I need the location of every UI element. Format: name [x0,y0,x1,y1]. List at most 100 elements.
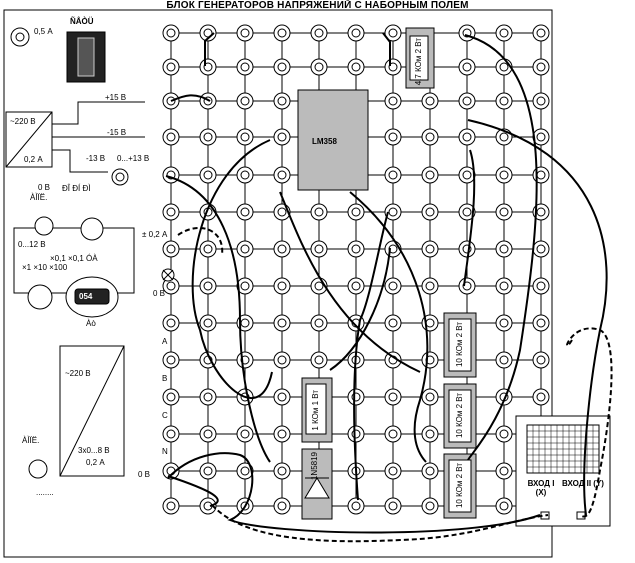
plus15-label: +15 В [105,93,127,102]
board-socket-hole [277,62,287,72]
board-socket-hole [351,207,361,217]
board-socket-hole [351,281,361,291]
board-socket-hole [499,429,509,439]
fg-fuse-label: ± 0,2 А [142,230,168,239]
panel-title: БЛОК ГЕНЕРАТОРОВ НАПРЯЖЕНИЙ С НАБОРНЫМ П… [166,0,469,11]
board-socket-hole [462,96,472,106]
amplitude-knob[interactable] [34,216,54,236]
board-socket-hole [277,501,287,511]
board-socket-hole [314,28,324,38]
board-socket-hole [536,28,546,38]
board-socket-hole [499,244,509,254]
board-socket-hole [277,318,287,328]
dashed-wires [177,226,613,543]
board-socket-hole [314,62,324,72]
fg-display-value: 054 [79,292,93,301]
board-socket-hole [277,132,287,142]
board-socket-hole [499,355,509,365]
board-socket-hole [240,318,250,328]
waveform-knob[interactable] [80,217,104,241]
board-socket-hole [277,28,287,38]
wire-11 [329,247,391,371]
board-socket-hole [499,170,509,180]
board-socket-hole [388,281,398,291]
patch-wires [165,32,608,534]
dc-mains-label: ~220 В [10,117,36,126]
board-socket-hole [499,318,509,328]
board-socket-hole [314,355,324,365]
opamp-module [297,89,369,191]
minus15-label: -15 В [107,128,127,137]
res-r1-body [448,318,472,372]
board-socket-hole [499,501,509,511]
board-socket-hole [203,281,213,291]
board-socket-hole [240,281,250,291]
board-socket-hole [388,28,398,38]
board-socket-hole [388,429,398,439]
freq-display [74,288,110,305]
board-socket-hole [240,244,250,254]
board-socket-hole [203,244,213,254]
res-r2-label: 10 КОм 2 Вт [455,393,464,439]
fuse-socket-inner [15,32,25,42]
tp-mains-label: ~220 В [65,369,91,378]
fg-zero-label: 0 В [153,289,166,298]
wire-3 [170,94,211,102]
board-socket-hole [166,429,176,439]
board-socket-hole [425,96,435,106]
fg-knob-label: Àò [86,319,96,328]
res-r1-label: 10 КОм 2 Вт [455,322,464,368]
board-socket-hole [425,281,435,291]
board-socket-hole [166,355,176,365]
board-socket-hole [499,207,509,217]
board-socket-hole [388,207,398,217]
fg-wave-labels: ÐÎ ÐÍ ÐÌ [62,184,91,193]
three-phase-diagonal [59,345,125,477]
board-socket-hole [499,62,509,72]
board-socket-hole [499,132,509,142]
res-r3-body [448,459,472,513]
board-socket-hole [388,501,398,511]
diode-label: 1N5819 [310,452,319,481]
board-socket-hole [388,170,398,180]
switch-label: ÑÅÒÜ [70,17,94,26]
board-socket-hole [388,96,398,106]
board-socket-hole [277,466,287,476]
board-socket-hole [536,170,546,180]
board-socket-hole [388,132,398,142]
board-socket-hole [536,281,546,291]
board-socket-hole [388,318,398,328]
freq-coarse-knob[interactable] [27,284,53,310]
board-socket-hole [388,466,398,476]
board-socket-hole [462,207,472,217]
board-socket-hole [203,466,213,476]
dashed-wire-2 [211,504,549,543]
board-socket-hole [203,170,213,180]
osc-screen-grid [526,424,600,474]
wire-6 [165,175,271,463]
three-phase-knob[interactable] [28,459,48,479]
fg-freq-mode-label: ×0,1 ×0,1 ÓÀ [50,254,98,263]
fg-fuse-x2 [162,269,174,281]
res-r3-label: 10 КОм 2 Вт [455,463,464,509]
board-socket-hole [462,62,472,72]
board-socket-hole [240,62,250,72]
board-socket-hole [166,244,176,254]
res-top-body [409,35,429,81]
wire-8 [279,191,421,373]
board-socket-hole [536,96,546,106]
board-socket-hole [203,318,213,328]
board-socket-hole [203,132,213,142]
fuse-label: 0,5 А [34,27,53,36]
res-mid-body [305,383,327,435]
dc-current-label: 0,2 А [24,155,43,164]
board-socket-hole [277,170,287,180]
phase-b-label: B [162,374,168,383]
minus13-label: -13 В [86,154,106,163]
board-socket-hole [166,28,176,38]
wire-1 [204,32,215,66]
board-socket-hole [240,28,250,38]
board-socket-hole [536,62,546,72]
board-socket-hole [277,429,287,439]
